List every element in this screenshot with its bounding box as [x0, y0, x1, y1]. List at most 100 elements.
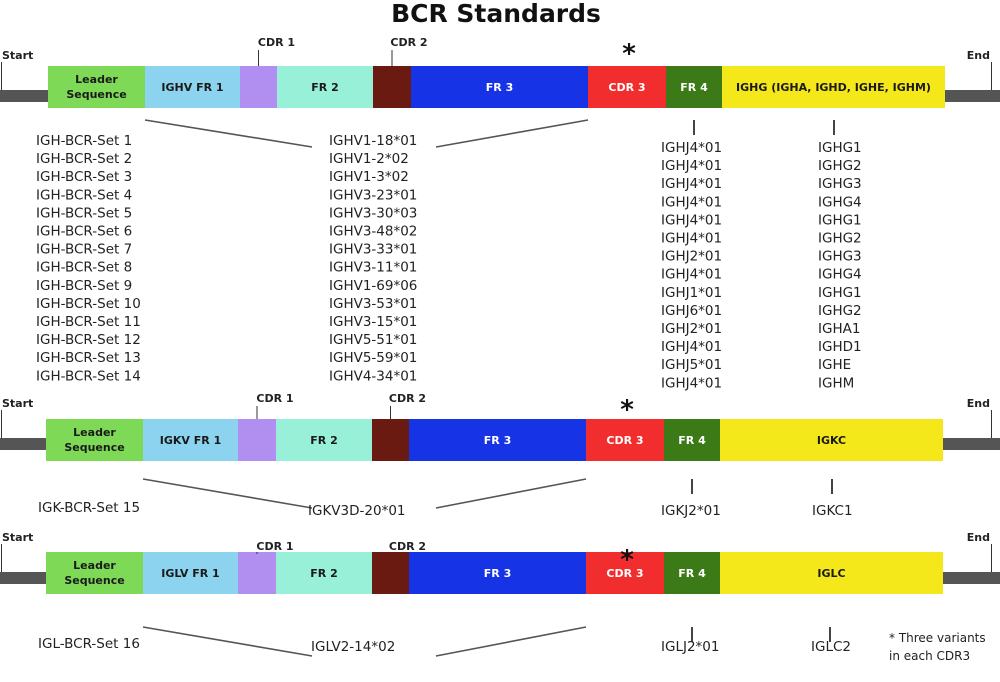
segment-cdr1 [240, 66, 277, 108]
page-title: BCR Standards [391, 0, 601, 28]
cdr3-asterisk: * [620, 395, 634, 425]
segment-constant [720, 552, 943, 594]
set-name: IGH-BCR-Set 8 [36, 260, 132, 276]
c-gene: IGHG2 [818, 231, 862, 247]
backbone-start [0, 572, 47, 584]
segment-label-fr4: FR 4 [678, 567, 706, 580]
segment-label-cdr3: CDR 3 [608, 81, 645, 94]
set-name: IGH-BCR-Set 6 [36, 224, 132, 240]
c-gene: IGKC1 [812, 503, 853, 519]
set-name: IGH-BCR-Set 10 [36, 296, 141, 312]
v-bracket-right [435, 626, 587, 657]
segment-leader [46, 552, 143, 594]
cdr3-asterisk: * [620, 545, 634, 575]
segment-constant [720, 419, 943, 461]
c-gene: IGHG3 [818, 176, 862, 192]
segment-fr4 [664, 552, 720, 594]
backbone-end [942, 572, 1000, 584]
set-name: IGH-BCR-Set 5 [36, 205, 132, 221]
v-gene: IGHV1-18*01 [329, 133, 417, 149]
cdr3-asterisk: * [622, 39, 636, 69]
segment-label-fr3: FR 3 [484, 434, 511, 447]
v-gene: IGLV2-14*02 [311, 639, 395, 655]
segment-label-fr3: FR 3 [484, 567, 511, 580]
cdr1-label: CDR 1 [256, 392, 293, 405]
v-gene: IGHV5-59*01 [329, 350, 417, 366]
j-gene: IGHJ1*01 [661, 285, 722, 301]
cdr2-label: CDR 2 [390, 36, 427, 49]
set-name: IGH-BCR-Set 3 [36, 169, 132, 185]
cdr2-label: CDR 2 [389, 392, 426, 405]
c-gene: IGHE [818, 357, 851, 373]
segment-label-cdr3: CDR 3 [606, 567, 643, 580]
segment-label-fr4: FR 4 [678, 434, 706, 447]
c-gene: IGHM [818, 375, 854, 391]
cdr2-label: CDR 2 [389, 540, 426, 553]
end-label: End [967, 49, 990, 62]
backbone-start [0, 90, 49, 102]
v-gene: IGHV3-30*03 [329, 205, 417, 221]
v-bracket-left [144, 119, 313, 148]
j-gene: IGHJ2*01 [661, 321, 722, 337]
v-gene: IGHV1-2*02 [329, 151, 409, 167]
v-bracket-right [435, 119, 589, 148]
footnote-line-1: * Three variants [889, 631, 986, 645]
start-label: Start [2, 49, 33, 62]
j-gene: IGKJ2*01 [661, 503, 721, 519]
start-label: Start [2, 397, 33, 410]
cdr1-label: CDR 1 [258, 36, 295, 49]
segment-fr1 [143, 552, 238, 594]
c-gene: IGHG1 [818, 140, 862, 156]
segment-cdr2 [372, 552, 409, 594]
segment-cdr2 [372, 419, 409, 461]
end-label: End [967, 531, 990, 544]
v-gene: IGHV3-15*01 [329, 314, 417, 330]
segment-label-fr4: FR 4 [680, 81, 708, 94]
backbone-end [942, 438, 1000, 450]
j-gene: IGHJ4*01 [661, 194, 722, 210]
backbone-end [944, 90, 1000, 102]
segment-constant [722, 66, 945, 108]
v-gene: IGHV1-69*06 [329, 278, 417, 294]
v-bracket-right [435, 478, 587, 509]
j-gene: IGHJ4*01 [661, 140, 722, 156]
v-gene: IGHV3-48*02 [329, 224, 417, 240]
segment-cdr3 [588, 66, 666, 108]
c-gene: IGHG4 [818, 267, 862, 283]
segment-fr1 [143, 419, 238, 461]
j-gene: IGHJ4*01 [661, 231, 722, 247]
c-gene: IGHG1 [818, 285, 862, 301]
j-gene: IGHJ4*01 [661, 176, 722, 192]
backbone-start [0, 438, 47, 450]
segment-fr4 [666, 66, 722, 108]
v-gene: IGHV5-51*01 [329, 332, 417, 348]
j-gene: IGHJ4*01 [661, 158, 722, 174]
v-gene: IGKV3D-20*01 [308, 503, 406, 519]
segment-cdr2 [373, 66, 411, 108]
start-label: Start [2, 531, 33, 544]
j-gene: IGHJ4*01 [661, 212, 722, 228]
segment-cdr1 [238, 419, 276, 461]
c-gene: IGHD1 [818, 339, 862, 355]
c-gene: IGHG2 [818, 158, 862, 174]
segment-label-leader: Leader [73, 559, 116, 572]
set-name: IGH-BCR-Set 12 [36, 332, 141, 348]
segment-fr2 [277, 66, 373, 108]
c-gene: IGLC2 [811, 639, 851, 655]
set-name: IGH-BCR-Set 13 [36, 350, 141, 366]
j-gene: IGHJ4*01 [661, 267, 722, 283]
segment-label-fr1: IGKV FR 1 [160, 434, 221, 447]
j-gene: IGLJ2*01 [661, 639, 719, 655]
segment-label-fr1: IGHV FR 1 [161, 81, 223, 94]
c-gene: IGHG3 [818, 249, 862, 265]
set-name: IGH-BCR-Set 2 [36, 151, 132, 167]
set-name: IGL-BCR-Set 16 [38, 636, 140, 652]
segment-label-fr2: FR 2 [310, 434, 337, 447]
segment-cdr1 [238, 552, 276, 594]
segment-fr3 [409, 419, 586, 461]
footnote-line-2: in each CDR3 [889, 649, 970, 663]
set-name: IGH-BCR-Set 11 [36, 314, 141, 330]
segment-label-constant: IGHG (IGHA, IGHD, IGHE, IGHM) [736, 81, 931, 94]
c-gene: IGHG1 [818, 212, 862, 228]
segment-label-fr2: FR 2 [310, 567, 337, 580]
